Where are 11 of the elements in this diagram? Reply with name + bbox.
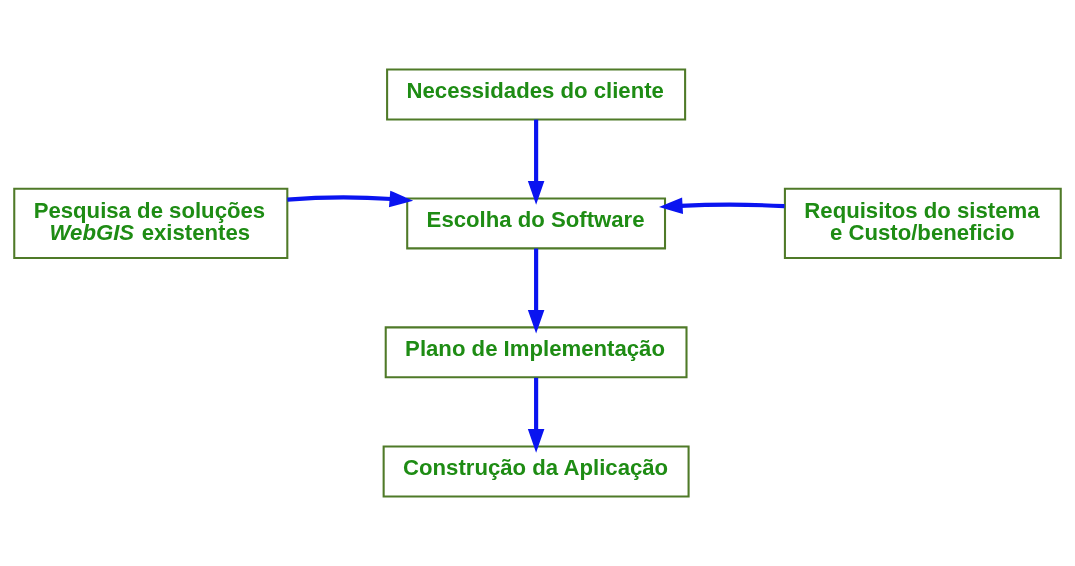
node-box: Necessidades do cliente [386,68,687,121]
node-box: Requisitos do sistema e Custo/beneficio [783,187,1062,260]
node-box: Escolha do Software [406,197,667,250]
arrow [287,190,414,208]
arrow [527,248,545,334]
arrow [659,197,785,215]
arrow [527,377,545,453]
node-box: Construção da Aplicação [382,445,690,498]
node-box: Pesquisa de soluções WebGIS existentes [13,187,289,260]
arrow [527,119,545,205]
node-box: Plano de Implementação [384,326,688,379]
